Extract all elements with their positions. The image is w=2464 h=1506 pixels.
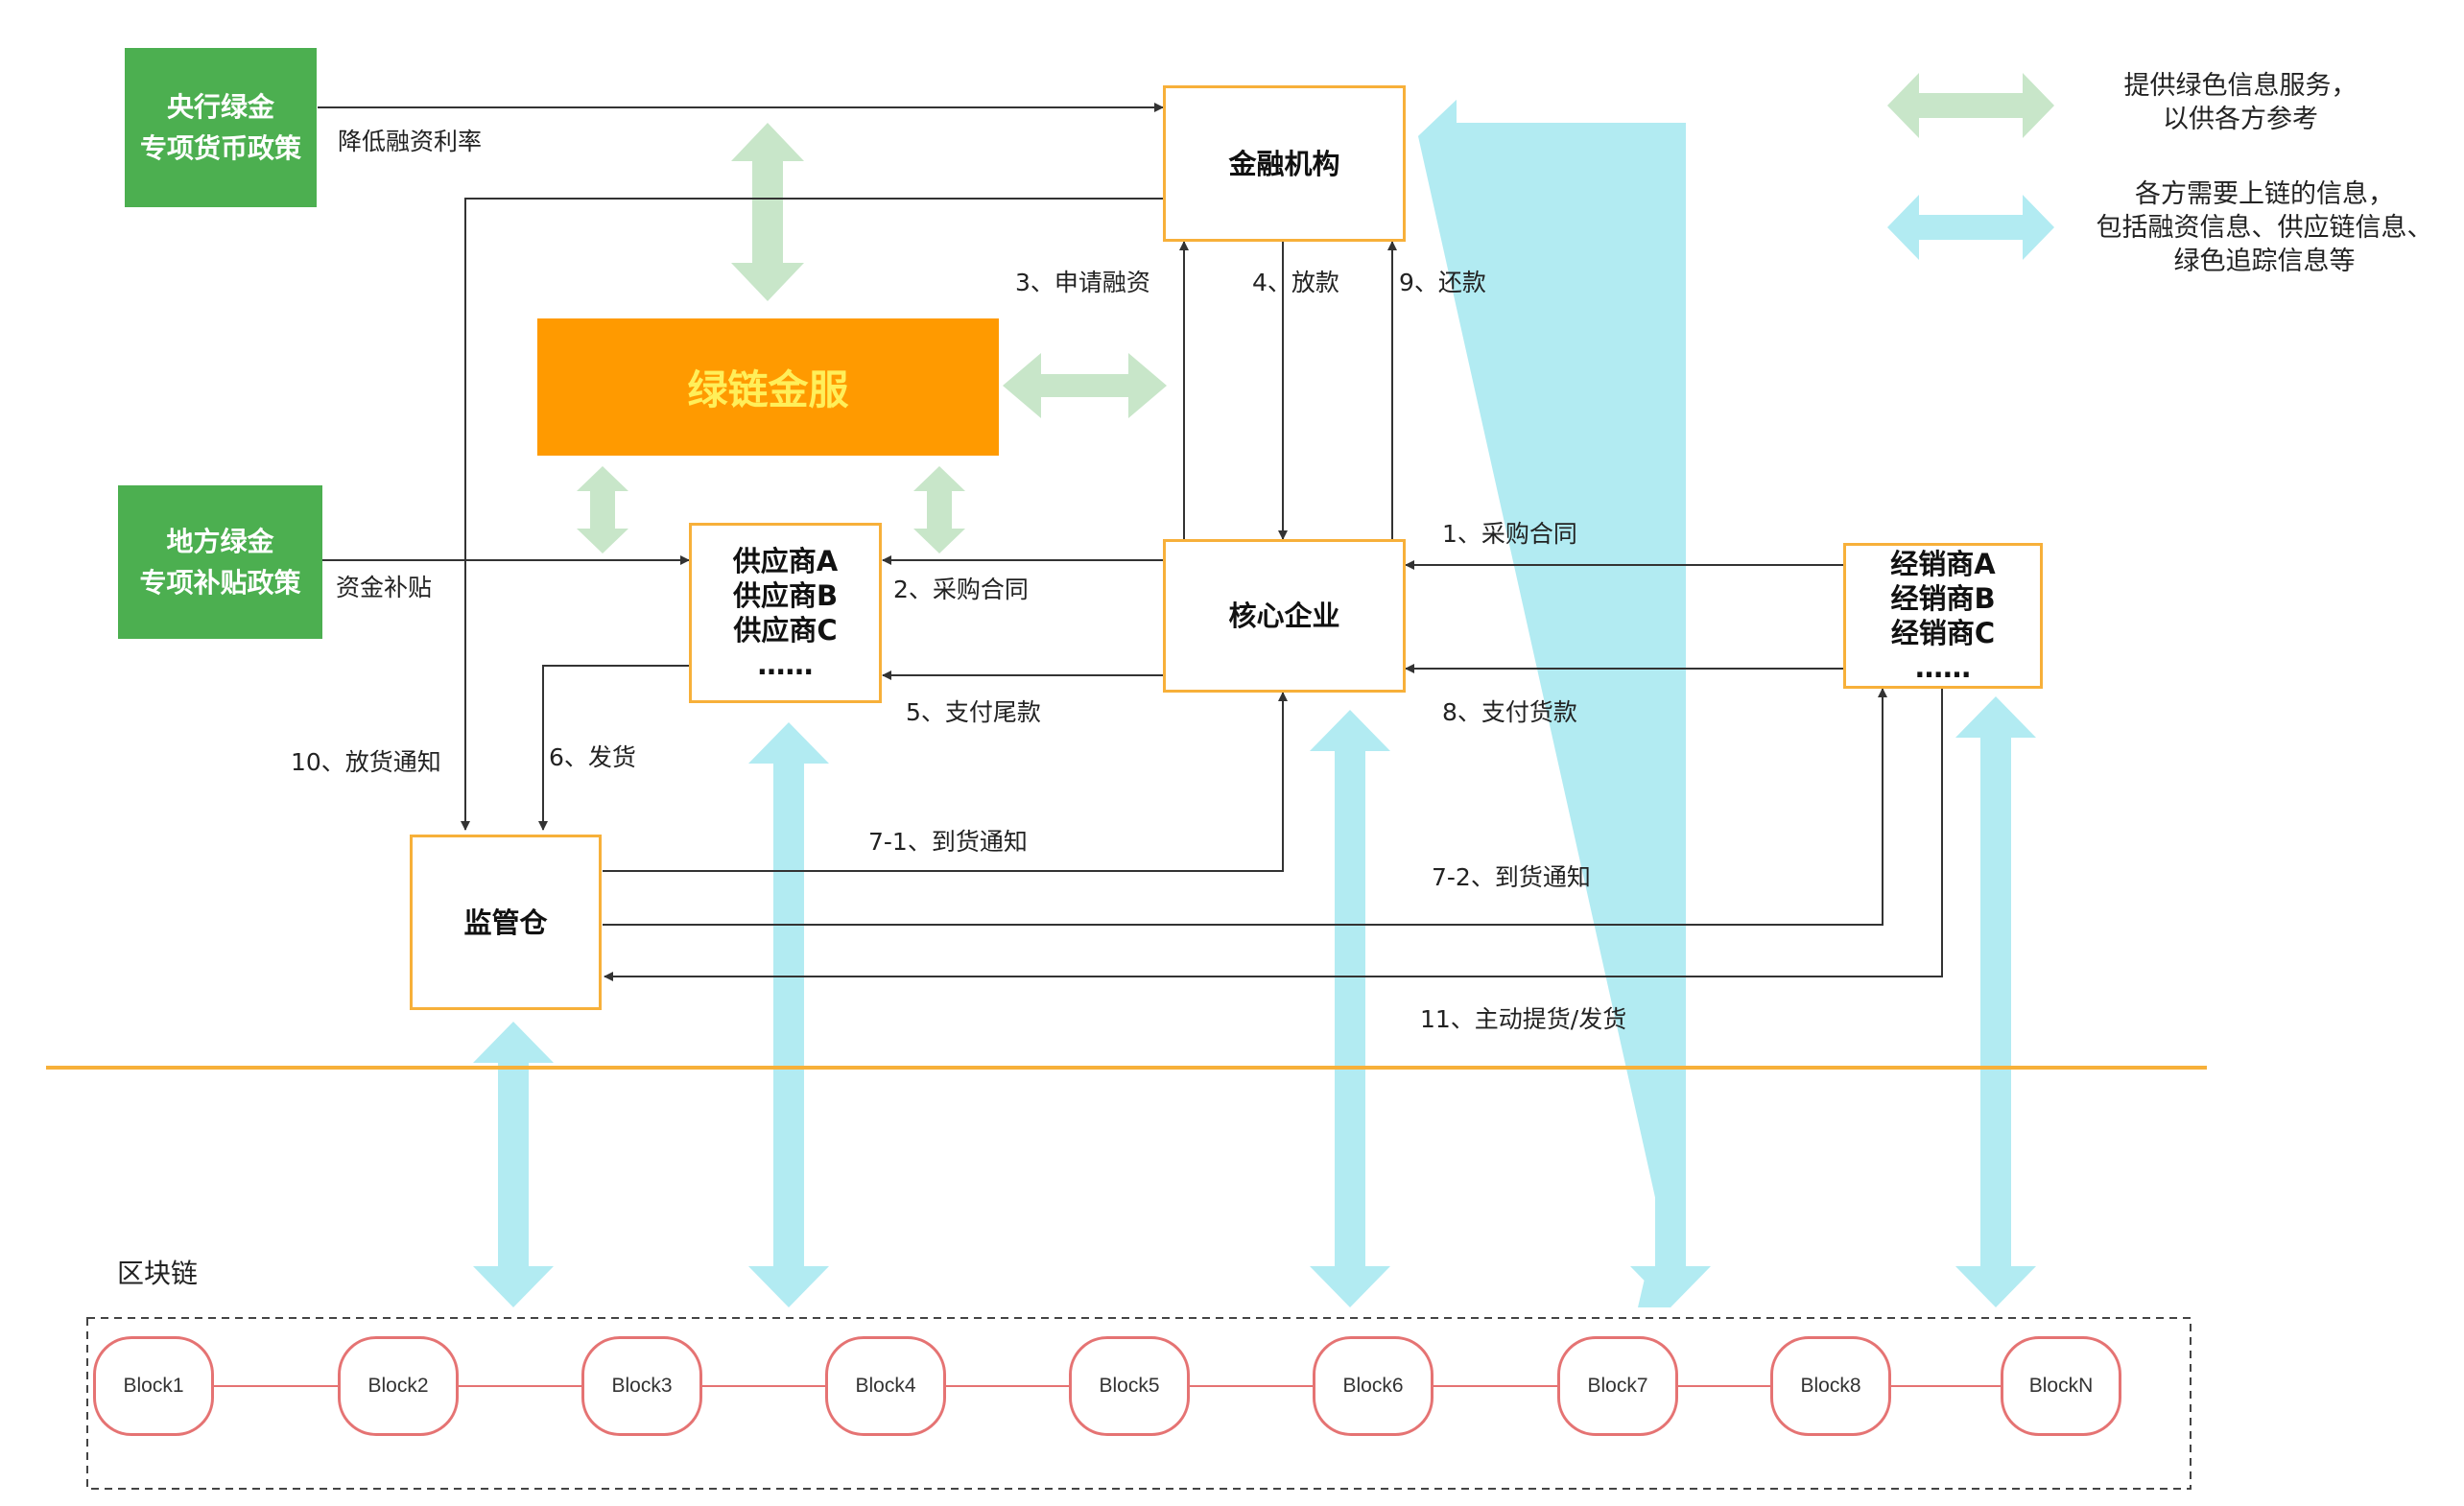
core-enterprise-node: 核心企业: [1163, 539, 1406, 693]
green-chain-finance-platform: 绿链金服: [537, 318, 999, 456]
central-bank-policy-box: 央行绿金 专项货币政策: [125, 48, 317, 207]
blue-arrow-core: [1310, 710, 1390, 1307]
block-3: Block3: [581, 1336, 702, 1436]
green-arrow-platform-right: [1003, 353, 1167, 418]
label-final-payment: 5、支付尾款: [906, 698, 1041, 726]
block-1: Block1: [93, 1336, 214, 1436]
label-loan: 4、放款: [1252, 269, 1339, 296]
label-pay-goods: 8、支付货款: [1442, 698, 1577, 726]
blue-arrow-financial: [1418, 100, 1694, 1307]
block-7: Block7: [1557, 1336, 1678, 1436]
blue-arrow-distributors: [1955, 696, 2036, 1307]
green-arrow-platform-top: [731, 123, 804, 301]
label-subsidy: 资金补贴: [336, 574, 433, 601]
label-arrival-notice-2: 7-2、到货通知: [1432, 863, 1591, 891]
label-release-notice: 10、放货通知: [291, 748, 441, 776]
line-pickup: [604, 689, 1943, 981]
label-arrival-notice-1: 7-1、到货通知: [868, 828, 1028, 856]
legend-green-description: 提供绿色信息服务， 以供各方参考: [2123, 71, 2357, 134]
line-arrival-notice-1: [603, 692, 1288, 872]
blue-arrow-financial-body: [1418, 100, 1711, 1307]
label-purchase-contract-1: 1、采购合同: [1442, 520, 1577, 548]
suppliers-node: 供应商A 供应商B 供应商C ……: [689, 523, 882, 703]
supervised-warehouse-node: 监管仓: [410, 835, 602, 1010]
label-pickup: 11、主动提货/发货: [1420, 1005, 1627, 1033]
financial-institution-node: 金融机构: [1163, 85, 1406, 242]
label-ship: 6、发货: [549, 743, 636, 771]
blockchain-title: 区块链: [117, 1258, 199, 1289]
blue-arrow-warehouse: [473, 1022, 554, 1307]
local-gov-policy-box: 地方绿金 专项补贴政策: [118, 485, 322, 639]
block-2: Block2: [338, 1336, 459, 1436]
label-lower-rate: 降低融资利率: [338, 128, 483, 155]
blue-arrow-suppliers: [748, 722, 829, 1307]
legend-blue-arrow: [1887, 195, 2054, 260]
line-ship: [538, 665, 689, 831]
block-6: Block6: [1313, 1336, 1433, 1436]
block-4: Block4: [825, 1336, 946, 1436]
distributors-node: 经销商A 经销商B 经销商C ……: [1843, 543, 2043, 689]
label-apply-financing: 3、申请融资: [1015, 269, 1150, 296]
line-finance-release-notice: [461, 198, 1163, 831]
green-arrow-platform-right-down: [913, 466, 965, 553]
block-5: Block5: [1069, 1336, 1190, 1436]
label-purchase-contract-2: 2、采购合同: [893, 576, 1029, 603]
green-arrow-platform-left-down: [577, 466, 628, 553]
block-8: Block8: [1770, 1336, 1891, 1436]
label-repay: 9、还款: [1399, 269, 1486, 296]
legend-blue-description: 各方需要上链的信息， 包括融资信息、供应链信息、 绿色追踪信息等: [2096, 179, 2433, 276]
line-arrival-notice-2: [603, 688, 1887, 926]
legend-green-arrow: [1887, 73, 2054, 138]
block-9: BlockN: [2001, 1336, 2121, 1436]
blockchain-container: [86, 1317, 2192, 1490]
